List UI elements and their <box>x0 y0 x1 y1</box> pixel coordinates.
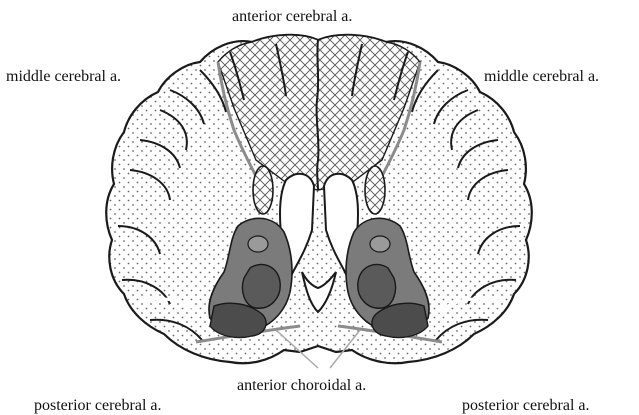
label-anterior-cerebral-artery: anterior cerebral a. <box>232 9 352 25</box>
label-posterior-cerebral-artery-right: posterior cerebral a. <box>462 398 589 414</box>
label-middle-cerebral-artery-right: middle cerebral a. <box>484 69 599 85</box>
label-anterior-choroidal-artery: anterior choroidal a. <box>237 378 366 394</box>
label-posterior-cerebral-artery-left: posterior cerebral a. <box>34 398 161 414</box>
label-middle-cerebral-artery-left: middle cerebral a. <box>6 69 121 85</box>
